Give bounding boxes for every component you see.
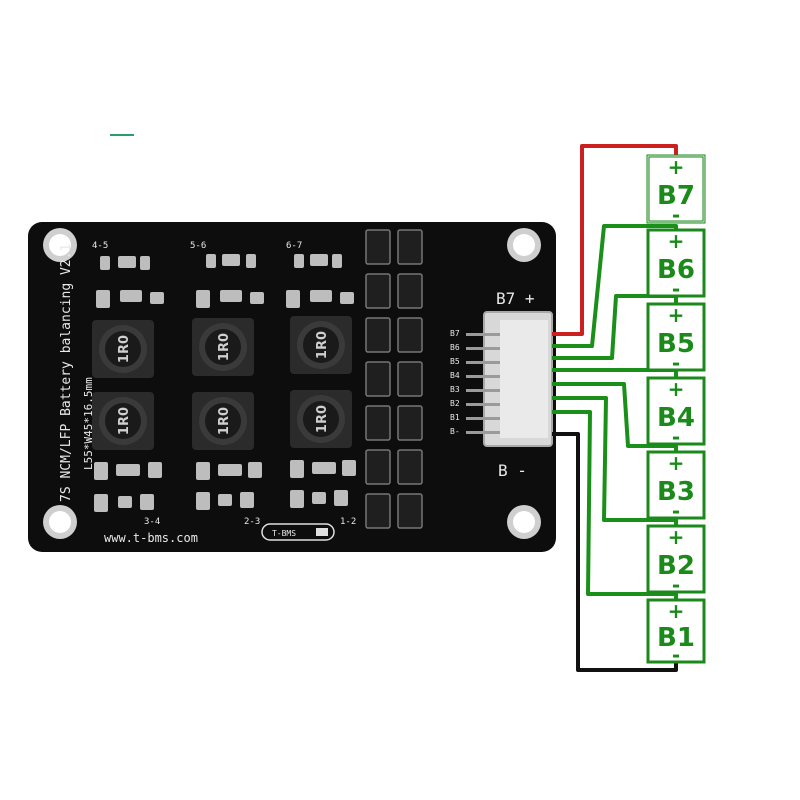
cell-label: B6 <box>657 255 695 285</box>
cell-plus: + <box>668 525 685 549</box>
t-bms-logo: T-BMS <box>261 523 335 541</box>
pin-label: B5 <box>450 357 460 366</box>
cell-label: B1 <box>657 623 695 653</box>
pair-label: 2-3 <box>244 517 260 527</box>
wiring <box>552 144 678 672</box>
pin-label: B4 <box>450 371 460 380</box>
wire-b6 <box>552 224 678 348</box>
pin-label: B2 <box>450 399 460 408</box>
cell-plus: + <box>668 303 685 327</box>
cell-minus: - <box>672 203 680 227</box>
pair-label: 5-6 <box>190 241 206 251</box>
mounting-hole-icon <box>43 228 541 539</box>
mosfet-array <box>365 229 423 529</box>
terminal-bottom-label: B - <box>498 461 527 480</box>
cell-plus: + <box>668 599 685 623</box>
board-title: 7S NCM/LFP Battery balancing V2.1 <box>59 244 74 502</box>
inductor-label: 1R0 <box>117 407 132 435</box>
cell-plus: + <box>668 155 685 179</box>
cell-b5: + B5 - <box>646 302 706 375</box>
cell-minus: - <box>672 643 680 667</box>
cell-minus: - <box>672 425 680 449</box>
cell-label: B4 <box>657 403 695 433</box>
pin-label: B3 <box>450 385 460 394</box>
cell-b1: + B1 - <box>646 598 706 667</box>
cell-plus: + <box>668 451 685 475</box>
cell-plus: + <box>668 229 685 253</box>
inductor-label: 1R0 <box>217 333 232 361</box>
cell-b3: + B3 - <box>646 450 706 523</box>
wire-b7 <box>552 144 678 336</box>
pin-label: B7 <box>450 329 460 338</box>
pair-label: 3-4 <box>144 517 160 527</box>
cell-minus: - <box>672 351 680 375</box>
balance-connector <box>466 311 553 447</box>
cell-b7: + B7 - <box>646 154 706 227</box>
terminal-top-label: B7 + <box>496 289 535 308</box>
cell-b6: + B6 - <box>646 228 706 301</box>
inductor-grid: 1R0 1R0 1R0 1R0 1R0 1R0 <box>92 316 352 450</box>
wire-b3 <box>552 382 678 452</box>
pair-label: 6-7 <box>286 241 302 251</box>
pair-label: 1-2 <box>340 517 356 527</box>
wire-bneg <box>552 432 678 672</box>
logo-text: T-BMS <box>272 529 296 538</box>
board-size: L55*W45*16.5mm <box>82 377 95 470</box>
pin-label: B6 <box>450 343 460 352</box>
smd-components <box>94 254 356 512</box>
wire-b5 <box>552 294 678 360</box>
inductor-label: 1R0 <box>217 407 232 435</box>
cell-label: B2 <box>657 551 695 581</box>
stray-mark <box>110 134 134 136</box>
inductor-label: 1R0 <box>117 335 132 363</box>
battery-stack: + B7 - + B6 - + B5 - + B4 - + B3 - <box>646 154 706 667</box>
cell-b4: + B4 - <box>646 376 706 449</box>
cell-label: B3 <box>657 477 695 507</box>
cell-label: B5 <box>657 329 695 359</box>
pin-label: B1 <box>450 413 460 422</box>
board-website: www.t-bms.com <box>104 531 198 545</box>
cell-label: B7 <box>657 181 695 211</box>
cell-minus: - <box>672 573 680 597</box>
cell-b2: + B2 - <box>646 524 706 597</box>
inductor-label: 1R0 <box>315 405 330 433</box>
pin-label: B- <box>450 427 460 436</box>
wire-b2 <box>552 396 678 526</box>
cell-minus: - <box>672 277 680 301</box>
cell-minus: - <box>672 499 680 523</box>
pair-label: 4-5 <box>92 241 108 251</box>
pcb-board: 1R0 1R0 1R0 1R0 1R0 1R0 <box>28 222 556 552</box>
wire-b1 <box>552 410 678 600</box>
cell-plus: + <box>668 377 685 401</box>
inductor-label: 1R0 <box>315 331 330 359</box>
